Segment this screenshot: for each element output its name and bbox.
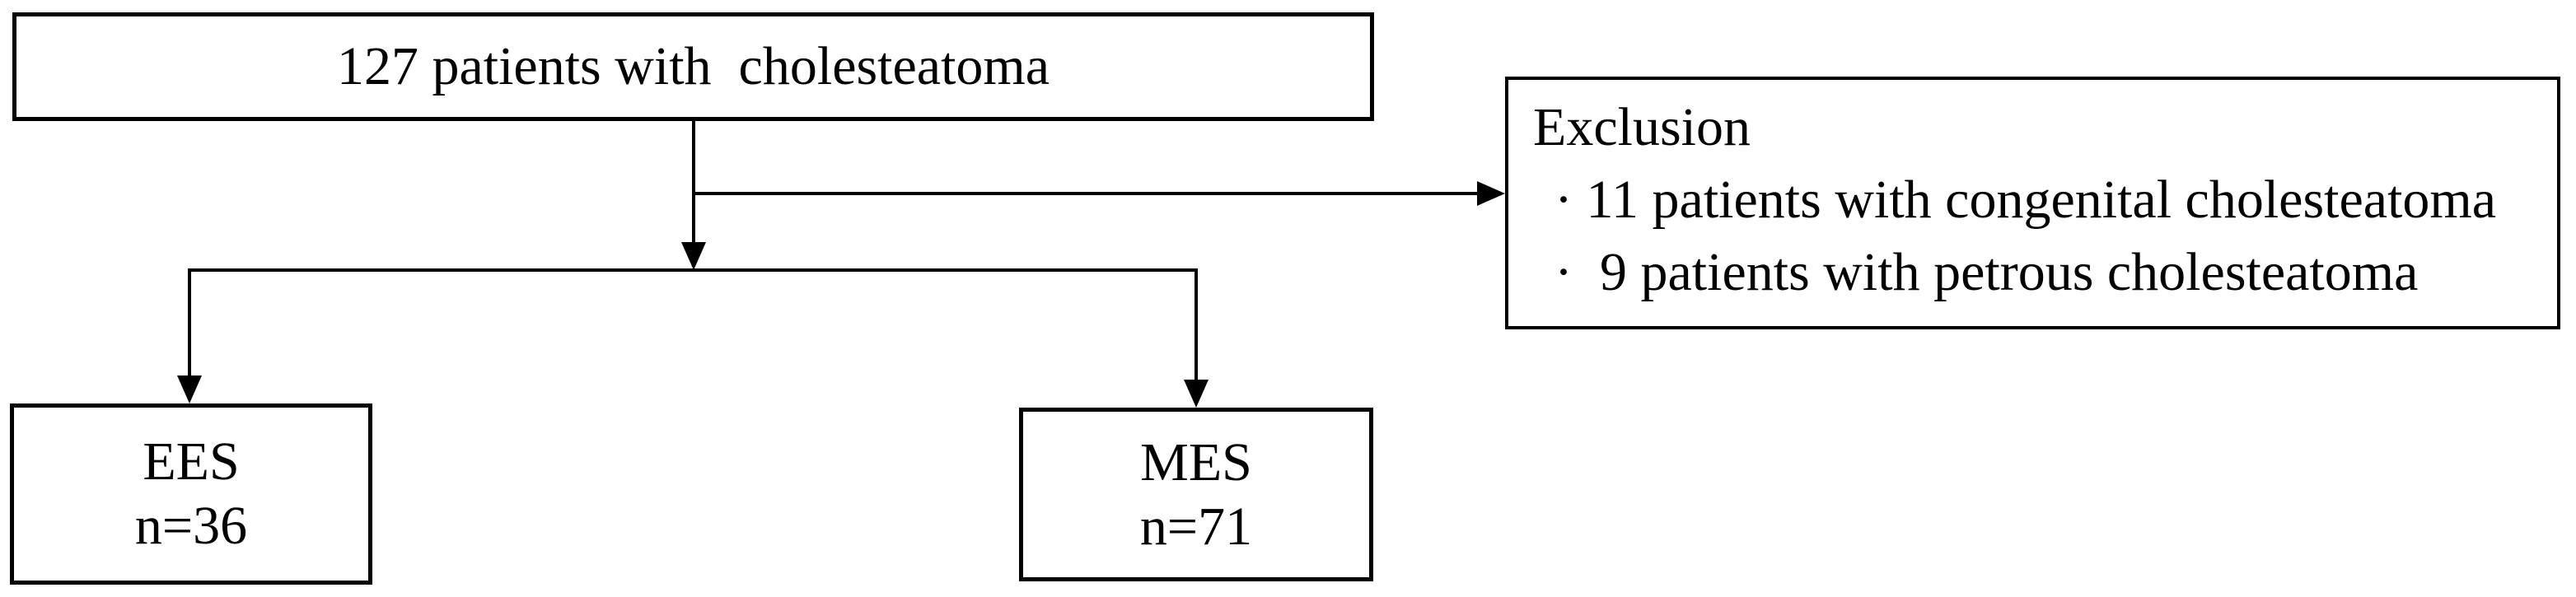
connector-stem-line bbox=[692, 121, 695, 245]
connector-split-line bbox=[188, 268, 1198, 272]
exclusion-box: Exclusion · 11 patients with congenital … bbox=[1505, 77, 2560, 329]
connector-mes-line bbox=[1194, 268, 1198, 380]
arrowhead-down-ees-icon bbox=[177, 375, 202, 403]
ees-group-count: n=36 bbox=[134, 496, 248, 556]
mes-group-name: MES bbox=[1140, 431, 1252, 492]
arrowhead-right-exclusion-icon bbox=[1477, 181, 1505, 206]
connector-ees-line bbox=[188, 268, 191, 375]
ees-group-box: EES n=36 bbox=[10, 403, 372, 585]
arrowhead-down-mes-icon bbox=[1184, 380, 1209, 408]
ees-group-name: EES bbox=[143, 431, 240, 492]
mes-group-count: n=71 bbox=[1139, 496, 1253, 557]
connector-exclusion-line bbox=[694, 192, 1479, 195]
enrollment-label: 127 patients with cholesteatoma bbox=[336, 36, 1050, 96]
arrowhead-down-split-icon bbox=[681, 242, 706, 270]
exclusion-item-congenital: · 11 patients with congenital cholesteat… bbox=[1554, 170, 2497, 230]
exclusion-title: Exclusion bbox=[1533, 97, 1751, 157]
enrollment-box: 127 patients with cholesteatoma bbox=[12, 12, 1374, 121]
mes-group-box: MES n=71 bbox=[1019, 408, 1373, 581]
exclusion-item-petrous: · 9 patients with petrous cholesteatoma bbox=[1554, 242, 2419, 302]
